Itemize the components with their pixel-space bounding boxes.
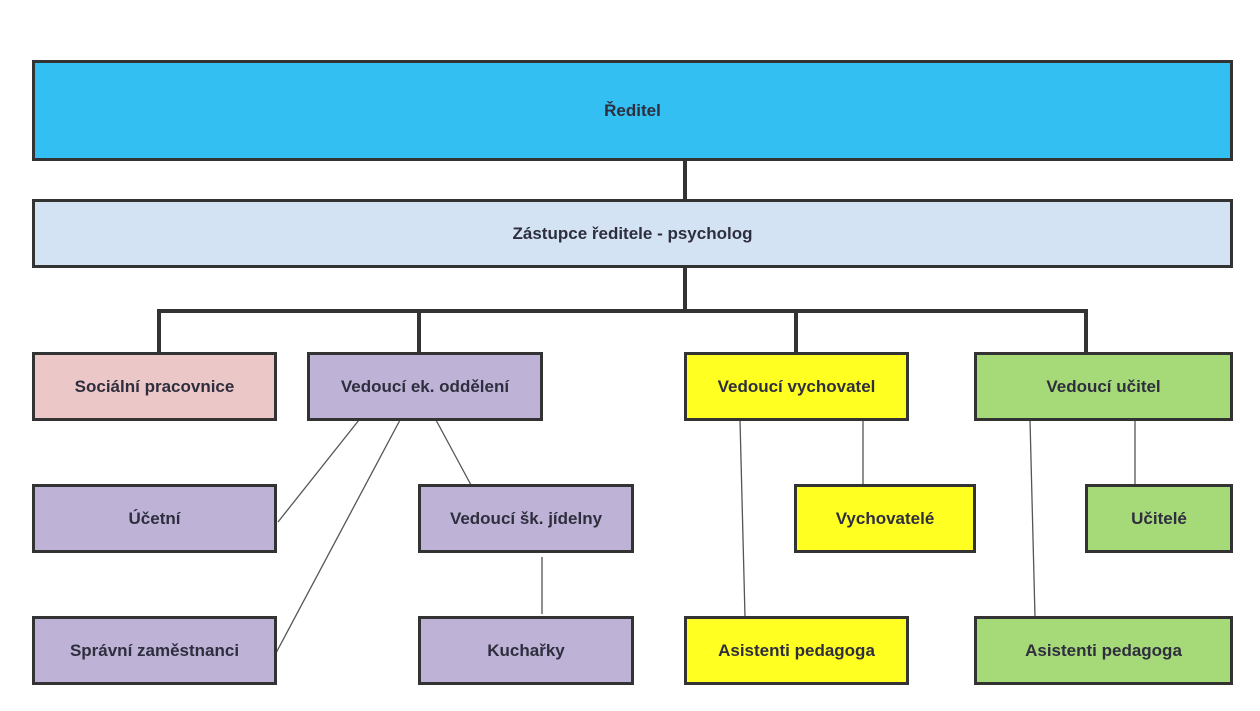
accountant-label: Účetní (128, 508, 181, 528)
connector-educator-assistants (739, 419, 746, 618)
head-canteen-label: Vedoucí šk. jídelny (449, 508, 603, 528)
cooks-label: Kuchařky (487, 640, 565, 660)
director-label: Ředitel (604, 100, 661, 120)
head-teacher-label: Vedoucí učitel (1046, 376, 1161, 396)
connector-econ-canteen (435, 419, 472, 486)
admin-staff-label: Správní zaměstnanci (69, 640, 240, 660)
head-canteen-box: Vedoucí šk. jídelny (418, 484, 634, 553)
educators-box: Vychovatelé (794, 484, 976, 553)
admin-staff-box: Správní zaměstnanci (32, 616, 277, 685)
head-educator-label: Vedoucí vychovatel (717, 376, 876, 396)
deputy-label: Zástupce ředitele - psycholog (512, 223, 753, 243)
head-econ-label: Vedoucí ek. oddělení (340, 376, 510, 396)
head-econ-box: Vedoucí ek. oddělení (307, 352, 543, 421)
connector-econ-admin (275, 419, 401, 654)
teachers-label: Učitelé (1131, 508, 1187, 528)
assistants-teachers-label: Asistenti pedagoga (1025, 640, 1182, 660)
social-worker-box: Sociální pracovnice (32, 352, 277, 421)
assistants-educators-label: Asistenti pedagoga (718, 640, 875, 660)
head-teacher-box: Vedoucí učitel (974, 352, 1233, 421)
connector-teacher-assistants (1029, 419, 1036, 618)
cooks-box: Kuchařky (418, 616, 634, 685)
teachers-box: Učitelé (1085, 484, 1233, 553)
assistants-teachers-box: Asistenti pedagoga (974, 616, 1233, 685)
accountant-box: Účetní (32, 484, 277, 553)
social-worker-label: Sociální pracovnice (74, 376, 235, 396)
educators-label: Vychovatelé (835, 508, 935, 528)
director-box: Ředitel (32, 60, 1233, 161)
head-educator-box: Vedoucí vychovatel (684, 352, 909, 421)
assistants-educators-box: Asistenti pedagoga (684, 616, 909, 685)
connector-econ-accountant (277, 419, 360, 523)
deputy-box: Zástupce ředitele - psycholog (32, 199, 1233, 268)
